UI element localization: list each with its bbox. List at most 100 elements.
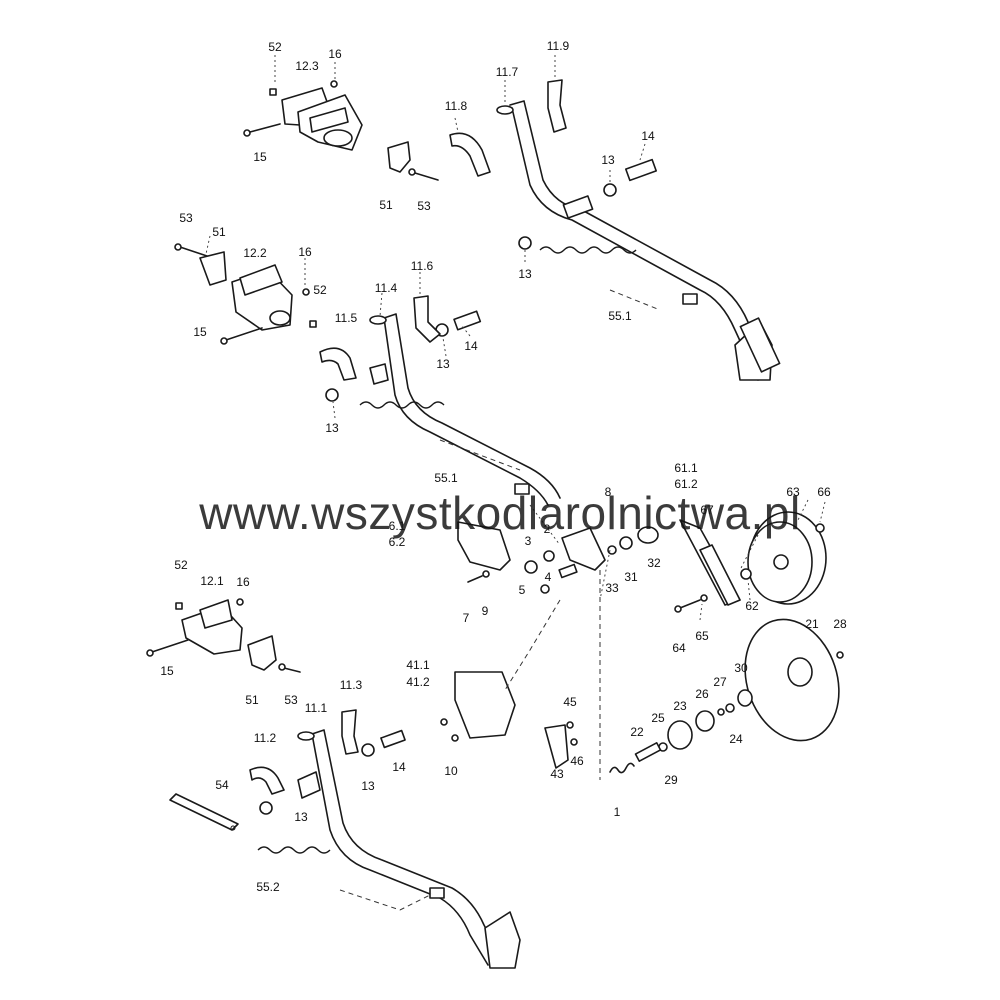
label-55-2: 55.2 [256, 880, 280, 894]
label-11-6: 11.6 [411, 259, 434, 273]
label-11-4: 11.4 [375, 281, 398, 295]
label-16: 16 [298, 245, 312, 259]
label-7: 7 [463, 611, 470, 625]
label-13: 13 [325, 421, 339, 435]
label-11-8: 11.8 [445, 99, 468, 113]
label-41-1: 41.1 [406, 658, 430, 672]
label-52: 52 [268, 40, 282, 54]
label-41-2: 41.2 [406, 675, 430, 689]
arm-11-7 [496, 100, 781, 381]
label-53: 53 [179, 211, 193, 225]
label-51: 51 [245, 693, 259, 707]
label-21: 21 [805, 617, 819, 631]
label-11-3: 11.3 [340, 678, 363, 692]
label-63: 63 [786, 485, 800, 499]
label-45: 45 [563, 695, 577, 709]
bend-11-2 [249, 766, 285, 795]
bracket-12-1 [146, 598, 301, 673]
label-15: 15 [193, 325, 207, 339]
label-62: 62 [745, 599, 759, 613]
label-29: 29 [664, 773, 678, 787]
label-33: 33 [605, 581, 619, 595]
label-16: 16 [328, 47, 342, 61]
bend-11-8 [449, 132, 491, 177]
hub-22-30 [609, 689, 753, 774]
label-2: 2 [544, 522, 551, 536]
label-67: 67 [700, 503, 714, 517]
label-22: 22 [630, 725, 644, 739]
label-13: 13 [294, 810, 308, 824]
label-15: 15 [160, 664, 174, 678]
label-9: 9 [482, 604, 489, 618]
label-13: 13 [518, 267, 532, 281]
label-55-1: 55.1 [434, 471, 458, 485]
scraper-41 [440, 671, 578, 769]
label-12-2: 12.2 [243, 246, 267, 260]
label-3: 3 [525, 534, 532, 548]
arm-11-1 [169, 729, 521, 969]
label-13: 13 [601, 153, 615, 167]
label-53: 53 [284, 693, 298, 707]
bend-11-6 [413, 295, 441, 343]
label-51: 51 [212, 225, 226, 239]
label-13: 13 [436, 357, 450, 371]
bracket-12-3 [243, 80, 439, 181]
label-61-1: 61.1 [674, 461, 698, 475]
label-6-1: 6.1 [389, 519, 406, 533]
scraper-6 [457, 521, 511, 583]
label-55-1: 55.1 [608, 309, 632, 323]
support-61 [679, 519, 741, 606]
wheel-63 [674, 511, 827, 613]
label-6-2: 6.2 [389, 535, 406, 549]
label-14: 14 [641, 129, 655, 143]
label-28: 28 [833, 617, 847, 631]
label-14: 14 [464, 339, 478, 353]
hub-parts-2-5 [524, 527, 606, 594]
label-1: 1 [614, 805, 621, 819]
label-11-1: 11.1 [305, 701, 328, 715]
bend-11-5 [319, 347, 357, 381]
label-32: 32 [647, 556, 661, 570]
label-5: 5 [519, 583, 526, 597]
label-54: 54 [215, 778, 229, 792]
label-12-1: 12.1 [200, 574, 224, 588]
assembly-guides [504, 504, 611, 780]
label-43: 43 [550, 767, 564, 781]
label-14: 14 [392, 760, 406, 774]
label-10: 10 [444, 764, 458, 778]
label-30: 30 [734, 661, 748, 675]
label-13: 13 [361, 779, 375, 793]
label-64: 64 [672, 641, 686, 655]
watermark-text: www.wszystkodlarolnictwa.pl [198, 487, 800, 539]
label-8: 8 [605, 485, 612, 499]
leader-lines [205, 55, 826, 621]
label-4: 4 [545, 570, 552, 584]
label-23: 23 [673, 699, 687, 713]
label-27: 27 [713, 675, 727, 689]
bracket-12-2 [174, 243, 317, 345]
label-52: 52 [174, 558, 188, 572]
disc-21 [744, 618, 844, 742]
label-25: 25 [651, 711, 665, 725]
label-11-7: 11.7 [496, 65, 519, 79]
label-52: 52 [313, 283, 327, 297]
part-labels: 52 12.3 16 15 51 53 11.9 11.7 11.8 14 13… [160, 39, 847, 894]
bearing-31-33 [607, 526, 659, 555]
bend-11-3 [341, 709, 359, 755]
label-11-5: 11.5 [335, 311, 358, 325]
label-53: 53 [417, 199, 431, 213]
label-31: 31 [624, 570, 638, 584]
label-65: 65 [695, 629, 709, 643]
label-61-2: 61.2 [674, 477, 698, 491]
label-46: 46 [570, 754, 584, 768]
label-16: 16 [236, 575, 250, 589]
label-12-3: 12.3 [295, 59, 319, 73]
label-51: 51 [379, 198, 393, 212]
label-26: 26 [695, 687, 709, 701]
label-66: 66 [817, 485, 831, 499]
arm-11-4 [325, 310, 561, 506]
label-11-9: 11.9 [547, 39, 570, 53]
label-24: 24 [729, 732, 743, 746]
